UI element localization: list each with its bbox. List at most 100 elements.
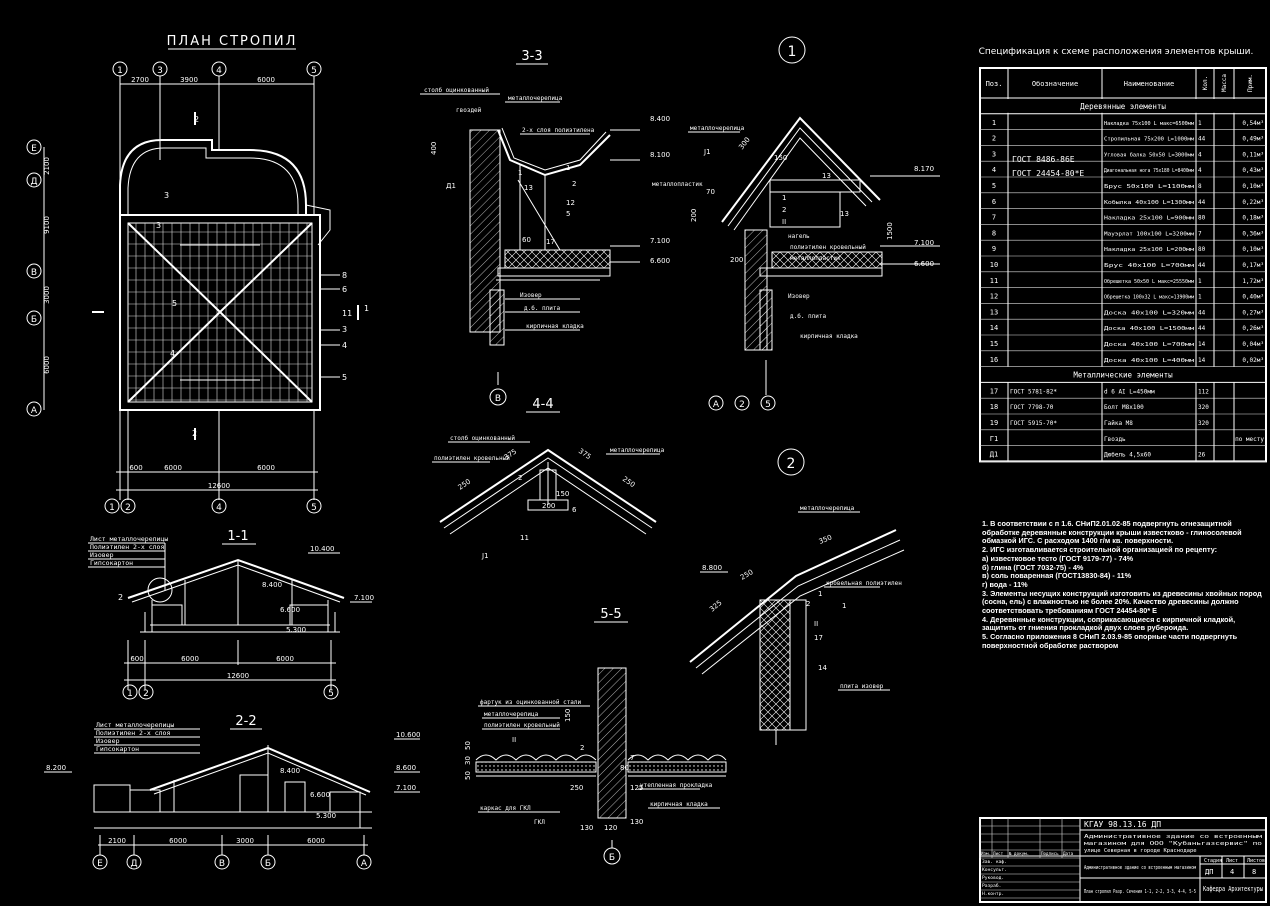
- spec-qty: 80: [1198, 215, 1206, 222]
- specification-table: Спецификация к схеме расположения элемен…: [979, 47, 1267, 463]
- dim-text: 150: [774, 154, 787, 162]
- note-item: 1. В соответствии с п 1.6. СНиП2.01.02-8…: [982, 519, 1242, 546]
- mark-label: 12: [566, 199, 575, 207]
- dim-text: 150: [564, 709, 572, 722]
- note-item: г) вода - 11%: [982, 579, 1028, 589]
- elevation: 6.600: [914, 260, 934, 268]
- stamp-col-label: Дата: [1063, 851, 1074, 856]
- axis-label: 3: [157, 66, 163, 76]
- stamp-col-label: № докум.: [1009, 851, 1029, 856]
- elevation: 5.300: [316, 812, 336, 820]
- callout-label: нагель: [788, 233, 810, 240]
- mark-label: 13: [822, 172, 831, 180]
- dim-text: 6000: [169, 837, 187, 845]
- axis-label: 2: [739, 400, 745, 410]
- spec-qty: 14: [1198, 357, 1206, 364]
- section-4-4: 4-4 столб оцинкованный полиэтилен кровел…: [432, 397, 665, 560]
- node-title: 1: [788, 44, 797, 60]
- spec-name: Мауэрлат 100х100 L=3200мм: [1104, 231, 1195, 237]
- axis-bubble: [211, 61, 227, 77]
- dim-text: 120: [604, 824, 617, 832]
- dim-text: 3000: [43, 286, 51, 304]
- mark-label: 11: [342, 309, 352, 318]
- dim-text: 350: [818, 533, 833, 545]
- callout-label: гвоздей: [456, 107, 482, 114]
- spec-header: Наименование: [1124, 80, 1175, 88]
- spec-qty: 320: [1198, 404, 1209, 411]
- stamp-header: Листов: [1247, 858, 1265, 864]
- elevation: 6.600: [650, 257, 670, 265]
- mark-label: 2: [118, 593, 123, 602]
- axis-label: 5: [328, 689, 334, 699]
- axis-label: Е: [97, 859, 103, 869]
- dim-text: 375: [503, 448, 519, 462]
- dim-text: 50: [464, 771, 472, 780]
- spec-qty: 112: [1198, 388, 1209, 395]
- spec-pos: Д1: [990, 451, 998, 459]
- axis-label: 5: [311, 503, 317, 513]
- note-item: б) глина (ГОСТ 7032-75) - 4%: [982, 562, 1084, 572]
- mark-label: 1: [818, 590, 822, 598]
- dim-text: 6000: [276, 655, 294, 663]
- dim-text: 300: [737, 136, 752, 151]
- general-notes: 1. В соответствии с п 1.6. СНиП2.01.02-8…: [982, 519, 1264, 651]
- dim-text: 250: [457, 478, 473, 492]
- elevation: 8.600: [396, 764, 416, 772]
- callout-label: полиэтилен кровельный: [790, 244, 866, 251]
- cut-label: 4: [170, 349, 175, 358]
- spec-qty: 80: [1198, 246, 1206, 253]
- axis-label: 5: [311, 66, 317, 76]
- dim-text: 30: [464, 756, 472, 765]
- plan-title: ПЛАН СТРОПИЛ: [167, 34, 298, 49]
- mark-label: 2: [782, 206, 786, 214]
- rafter-plan: ПЛАН СТРОПИЛ 1 3 4 5 2700 3900 6000 Е Д …: [26, 34, 369, 514]
- cut-label: 2: [194, 115, 199, 124]
- project-name: Административное здание со встроенным: [1084, 834, 1263, 840]
- spec-group: Деревянные элементы: [1080, 102, 1166, 111]
- mark-label: 6: [342, 285, 347, 294]
- spec-qty: 44: [1198, 136, 1206, 143]
- spec-pos: Г1: [990, 435, 998, 443]
- note-item: в) соль поваренная (ГОСТ13830-84) - 11%: [982, 571, 1132, 581]
- section-2-2: 2-2 Лист металлочерепицы Полиэтилен 2-х …: [44, 714, 421, 870]
- spec-designation: ГОСТ 5781-82*: [1010, 388, 1057, 395]
- axis-bubble: [112, 61, 128, 77]
- spec-pos: 7: [992, 214, 996, 222]
- callout-label: кирпичная кладка: [650, 801, 708, 808]
- dim-text: 1500: [886, 222, 894, 240]
- stamp-header: Лист: [1226, 858, 1238, 864]
- dim-text: 6000: [181, 655, 199, 663]
- spec-qty: 26: [1198, 452, 1206, 459]
- dim-text: 2700: [131, 76, 149, 84]
- mark-label: 2: [580, 744, 584, 752]
- elevation: 8.100: [650, 151, 670, 159]
- spec-note: 0,02м³: [1242, 357, 1264, 364]
- stamp-col-label: Подпись: [1041, 851, 1059, 856]
- callout-label: фартук из оцинкованной стали: [480, 699, 582, 706]
- axis-bubble: [306, 61, 322, 77]
- spec-name: Гайка М8: [1104, 420, 1133, 427]
- spec-note: 1,72м³: [1242, 278, 1264, 285]
- spec-name: Диагональная нога 75х180 L=8400мм: [1104, 168, 1195, 174]
- section-title: 3-3: [521, 49, 542, 64]
- spec-qty: 1: [1198, 120, 1202, 127]
- dim-text: 125: [630, 784, 643, 792]
- axis-label: 1: [127, 689, 133, 699]
- spec-pos: 17: [990, 387, 998, 395]
- spec-name: Стропильная 75х200 L=1000мм: [1104, 137, 1195, 143]
- callout-label: Изовер: [788, 293, 810, 300]
- axis-label: А: [31, 406, 38, 416]
- dim-text: 70: [706, 188, 715, 196]
- dim-text: 200: [730, 256, 743, 264]
- spec-note: 0,10м³: [1242, 246, 1264, 253]
- elevation: 6.600: [310, 791, 330, 799]
- spec-pos: 9: [992, 245, 996, 253]
- note-item: 3. Элементы несущих конструкций изготови…: [982, 588, 1262, 616]
- elevation: 8.200: [46, 764, 66, 772]
- dim-text: 250: [739, 568, 755, 582]
- spec-gost: ГОСТ 8486-86Е: [1012, 155, 1075, 164]
- insulation-layer: [504, 249, 611, 269]
- dim-text: 80: [620, 764, 629, 772]
- spec-pos: 12: [990, 293, 998, 301]
- stamp-role: Консульт.: [982, 867, 1007, 873]
